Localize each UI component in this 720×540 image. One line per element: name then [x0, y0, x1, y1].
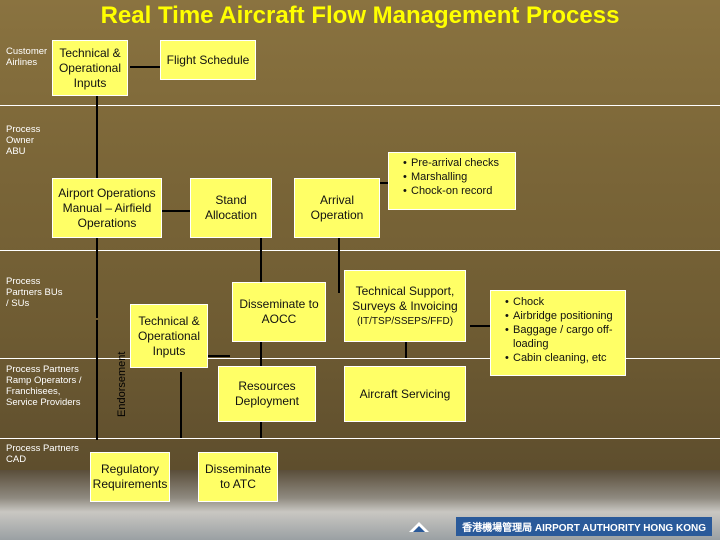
box-label: Disseminate to ATC [204, 462, 272, 491]
list-item: Airbridge positioning [505, 309, 621, 323]
list-item: Baggage / cargo off-loading [505, 323, 621, 351]
list-item: Chock [505, 295, 621, 309]
lane-label-partners-ramp: Process Partners Ramp Operators / Franch… [6, 364, 82, 408]
list-item: Cabin cleaning, etc [505, 351, 621, 365]
box-label: Airport Operations Manual – Airfield Ope… [58, 185, 156, 230]
connector-line [405, 330, 407, 358]
footer-org-english: AIRPORT AUTHORITY HONG KONG [534, 523, 706, 534]
box-technical-operational-inputs-mid: Technical & Operational Inputs [130, 304, 208, 368]
endorsement-label: Endorsement [116, 351, 128, 417]
box-arrival-operation: Arrival Operation [294, 178, 380, 238]
list-item: Pre-arrival checks [403, 156, 499, 170]
list-item: Chock-on record [403, 184, 499, 198]
box-disseminate-atc: Disseminate to ATC [198, 452, 278, 502]
connector-line [96, 320, 98, 440]
connector-line [130, 66, 160, 68]
connector-line [160, 210, 190, 212]
box-aircraft-servicing-tasks: Chock Airbridge positioning Baggage / ca… [490, 290, 626, 376]
box-regulatory-requirements: Regulatory Requirements [90, 452, 170, 502]
connector-line [180, 372, 182, 438]
lane-label-customer: Customer Airlines [6, 46, 48, 68]
box-technical-support: Technical Support, Surveys & Invoicing (… [344, 270, 466, 342]
footer-org-chinese: 香港機場管理局 [462, 523, 533, 534]
box-label: Technical Support, Surveys & Invoicing [352, 283, 458, 313]
box-sublabel: (IT/TSP/SSEPS/FFD) [356, 315, 454, 327]
footer-organization: 香港機場管理局 AIRPORT AUTHORITY HONG KONG [456, 517, 712, 536]
connector-line [96, 228, 98, 318]
box-label: Technical & Operational Inputs [58, 45, 122, 90]
page-title: Real Time Aircraft Flow Management Proce… [100, 2, 620, 29]
lane-label-partners-bus: Process Partners BUs / SUs [6, 276, 63, 309]
lane-divider [0, 438, 720, 439]
connector-line [190, 355, 230, 357]
box-label: Flight Schedule [166, 52, 250, 67]
lane-divider [0, 250, 720, 251]
lane-divider [0, 358, 720, 359]
lane-label-owner: Process Owner ABU [6, 124, 41, 157]
box-label: Disseminate to AOCC [239, 297, 319, 326]
connector-line [380, 182, 390, 184]
box-disseminate-aocc: Disseminate to AOCC [232, 282, 326, 342]
box-label: Resources Deployment [234, 379, 300, 408]
box-technical-operational-inputs-top: Technical & Operational Inputs [52, 40, 128, 96]
box-label: Aircraft Servicing [359, 386, 451, 401]
lane-divider [0, 105, 720, 106]
lane-label-partners-cad: Process Partners CAD [6, 443, 79, 465]
box-flight-schedule: Flight Schedule [160, 40, 256, 80]
box-label: Arrival Operation [310, 193, 364, 222]
connector-line [338, 238, 340, 293]
box-stand-allocation: Stand Allocation [190, 178, 272, 238]
connector-line [96, 96, 98, 191]
box-label: Regulatory Requirements [92, 462, 168, 491]
airport-authority-logo-icon [409, 522, 429, 532]
box-prearrival-checks: Pre-arrival checks Marshalling Chock-on … [388, 152, 516, 210]
box-label: Technical & Operational Inputs [137, 313, 201, 358]
box-resources-deployment: Resources Deployment [218, 366, 316, 422]
list-item: Marshalling [403, 170, 499, 184]
box-label: Stand Allocation [204, 193, 258, 222]
box-airport-operations-manual: Airport Operations Manual – Airfield Ope… [52, 178, 162, 238]
box-aircraft-servicing: Aircraft Servicing [344, 366, 466, 422]
connector-line [470, 325, 490, 327]
